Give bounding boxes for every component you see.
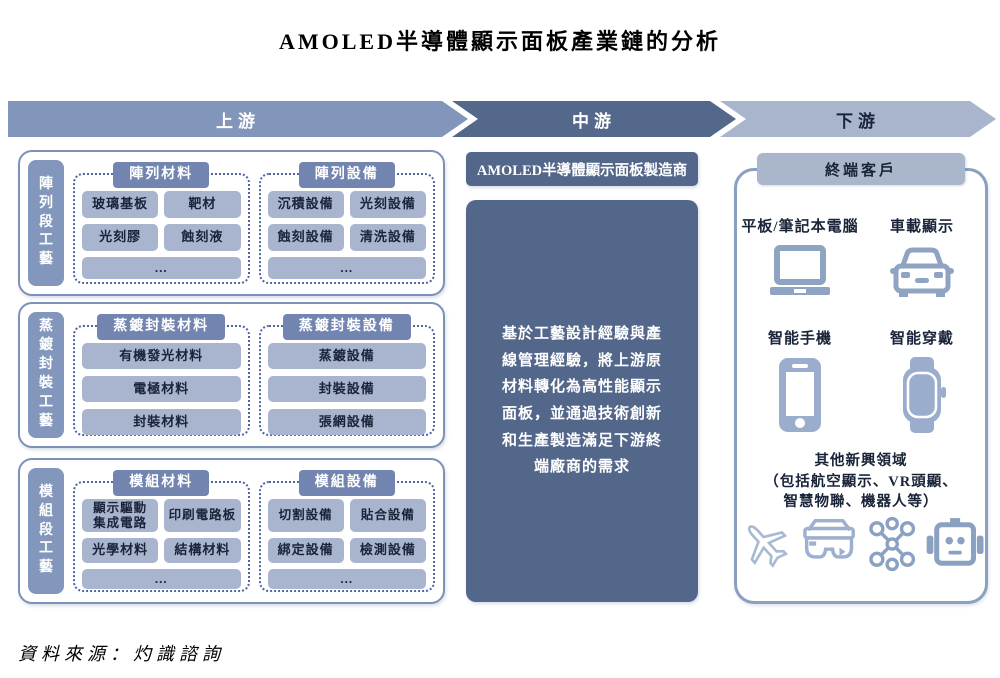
- array-equipment-header: 陣列設備: [298, 162, 395, 188]
- module-stage-panel: 模組段工藝 模組材料 顯示驅動 集成電路 印刷電路板 光學材料 結構材料 ...…: [18, 458, 445, 604]
- emerging-icons-row: [737, 515, 985, 573]
- evaporation-stage-panel: 蒸鍍封裝工藝 蒸鍍封裝材料 有機發光材料 電極材料 封裝材料 蒸鍍封裝設備 蒸鍍…: [18, 302, 445, 448]
- emerging-line: （包括航空顯示、VR頭顯、: [764, 473, 958, 490]
- material-item: 顯示驅動 集成電路: [82, 499, 159, 532]
- device-label: 車載顯示: [889, 219, 954, 235]
- array-stage-tab: 陣列段工藝: [28, 160, 64, 286]
- evaporation-equipment-header: 蒸鍍封裝設備: [282, 314, 411, 340]
- device-grid: 平板/筆記本電腦 車載顯示: [739, 215, 983, 433]
- flow-arrow-bar: 上游 中游 下游: [8, 101, 988, 137]
- array-materials-header: 陣列材料: [113, 162, 210, 188]
- manufacturer-description-box: 基於工藝設計經驗與產 線管理經驗，將上游原 材料轉化為高性能顯示 面板，並通過技…: [466, 200, 698, 602]
- downstream-arrow-label: 下游: [836, 111, 880, 131]
- equipment-item: 綁定設備: [267, 538, 344, 563]
- end-customers-box: 平板/筆記本電腦 車載顯示: [734, 168, 988, 604]
- material-item: 有機發光材料: [82, 343, 241, 369]
- more-items-ellipsis: ...: [82, 257, 241, 279]
- more-items-ellipsis: ...: [267, 569, 426, 589]
- device-car-display: 車載顯示: [888, 215, 956, 299]
- end-customers-header: 終端客戶: [757, 153, 965, 185]
- evaporation-stage-tab: 蒸鍍封裝工藝: [28, 312, 64, 438]
- array-stage-tab-label: 陣列段工藝: [39, 176, 53, 268]
- equipment-item: 張網設備: [267, 409, 426, 435]
- material-item: 封裝材料: [82, 409, 241, 435]
- device-label: 智能手機: [767, 331, 832, 347]
- evaporation-materials-group: 蒸鍍封裝材料 有機發光材料 電極材料 封裝材料: [73, 314, 250, 436]
- material-item: 結構材料: [164, 538, 241, 563]
- evaporation-stage-tab-label: 蒸鍍封裝工藝: [39, 319, 53, 429]
- device-laptop: 平板/筆記本電腦: [741, 215, 858, 299]
- material-item: 蝕刻液: [164, 224, 241, 251]
- smartwatch-icon: [902, 357, 946, 433]
- car-icon: [890, 247, 954, 297]
- module-materials-header: 模組材料: [113, 470, 210, 496]
- midstream-arrow: 中游: [452, 101, 736, 137]
- iot-network-icon: [869, 516, 916, 572]
- module-equipment-header: 模組設備: [298, 470, 395, 496]
- airplane-icon: [747, 525, 788, 568]
- equipment-item: 沉積設備: [267, 191, 344, 218]
- device-smartphone: 智能手機: [768, 327, 832, 433]
- equipment-item: 蒸鍍設備: [267, 343, 426, 369]
- upstream-arrow-label: 上游: [216, 111, 260, 131]
- equipment-item: 蝕刻設備: [267, 224, 344, 251]
- device-smartwatch: 智能穿戴: [890, 327, 954, 433]
- midstream-arrow-label: 中游: [572, 111, 616, 131]
- material-item: 靶材: [164, 191, 241, 218]
- evaporation-equipment-group: 蒸鍍封裝設備 蒸鍍設備 封裝設備 張網設備: [258, 314, 435, 436]
- more-items-ellipsis: ...: [267, 257, 426, 279]
- downstream-arrow: 下游: [720, 101, 996, 137]
- emerging-line: 其他新興領域: [814, 453, 908, 469]
- module-stage-tab-label: 模組段工藝: [39, 484, 53, 576]
- equipment-item: 清洗設備: [349, 224, 426, 251]
- equipment-item: 封裝設備: [267, 376, 426, 402]
- material-item: 印刷電路板: [164, 499, 241, 532]
- robot-icon: [926, 518, 984, 566]
- equipment-item: 切割設備: [267, 499, 344, 532]
- description-line: 材料轉化為高性能顯示: [501, 379, 662, 396]
- equipment-item: 光刻設備: [349, 191, 426, 218]
- smart-glasses-icon: [803, 518, 856, 559]
- array-materials-group: 陣列材料 玻璃基板 靶材 光刻膠 蝕刻液 ...: [73, 162, 250, 284]
- data-source-note: 資料來源：灼識諮詢: [18, 644, 225, 664]
- emerging-line: 智慧物聯、機器人等）: [783, 494, 939, 511]
- material-item: 玻璃基板: [82, 191, 159, 218]
- equipment-item: 檢測設備: [349, 538, 426, 563]
- array-stage-panel: 陣列段工藝 陣列材料 玻璃基板 靶材 光刻膠 蝕刻液 ... 陣列設備 沉積設備…: [18, 150, 445, 296]
- page-title: AMOLED半導體顯示面板產業鏈的分析: [278, 29, 721, 54]
- emerging-areas-text: 其他新興領域 （包括航空顯示、VR頭顯、 智慧物聯、機器人等）: [737, 451, 985, 513]
- module-materials-group: 模組材料 顯示驅動 集成電路 印刷電路板 光學材料 結構材料 ...: [73, 470, 250, 592]
- equipment-item: 貼合設備: [349, 499, 426, 532]
- material-item: 光刻膠: [82, 224, 159, 251]
- smartphone-icon: [778, 358, 821, 432]
- device-label: 智能穿戴: [889, 331, 954, 347]
- laptop-icon: [769, 245, 830, 295]
- module-equipment-group: 模組設備 切割設備 貼合設備 綁定設備 檢測設備 ...: [258, 470, 435, 592]
- device-label: 平板/筆記本電腦: [741, 219, 859, 235]
- material-item: 光學材料: [82, 538, 159, 563]
- upstream-arrow: 上游: [8, 101, 468, 137]
- array-equipment-group: 陣列設備 沉積設備 光刻設備 蝕刻設備 清洗設備 ...: [258, 162, 435, 284]
- evaporation-materials-header: 蒸鍍封裝材料: [97, 314, 226, 340]
- description-line: 和生產製造滿足下游終: [501, 432, 662, 449]
- description-line: 基於工藝設計經驗與產: [501, 325, 662, 342]
- material-item: 電極材料: [82, 376, 241, 402]
- module-stage-tab: 模組段工藝: [28, 468, 64, 594]
- more-items-ellipsis: ...: [82, 569, 241, 589]
- description-line: 端廠商的需求: [533, 459, 630, 476]
- description-line: 面板，並通過技術創新: [501, 406, 662, 422]
- manufacturer-header: AMOLED半導體顯示面板製造商: [466, 152, 698, 186]
- description-line: 線管理經驗，將上游原: [501, 352, 662, 369]
